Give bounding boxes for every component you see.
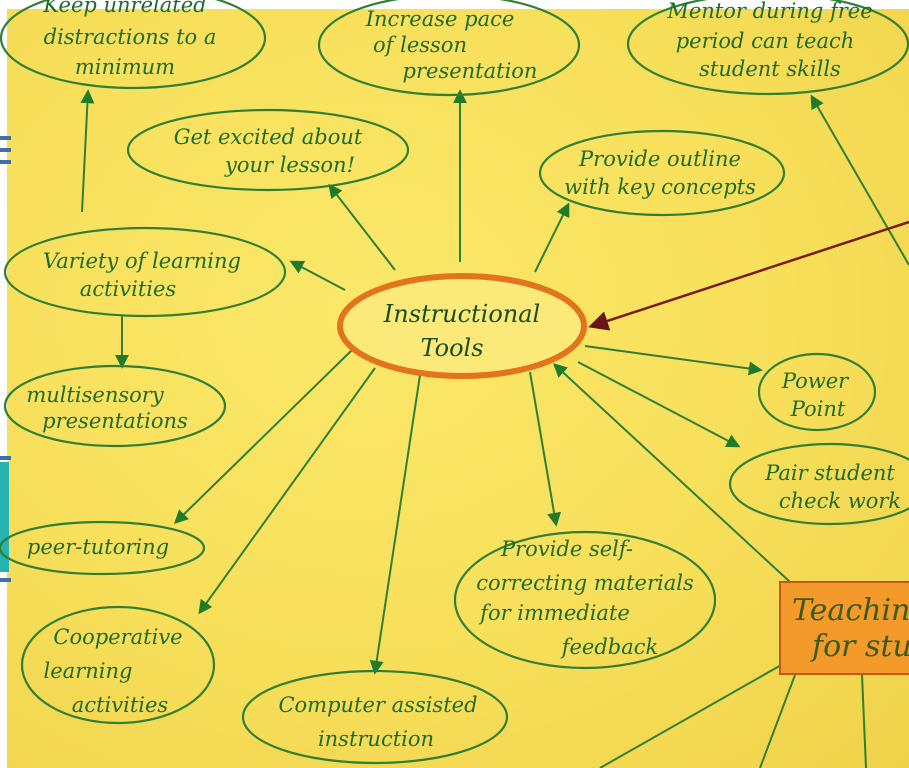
selfcorrect-line4: feedback <box>560 635 659 659</box>
edge-teaching-down-left <box>599 659 791 768</box>
edge-to-variety <box>289 260 346 291</box>
multisensory-line1: multisensory <box>26 383 164 407</box>
teal-block <box>0 462 9 572</box>
cooperative-line1: Cooperative <box>53 625 182 649</box>
cooperative-line3: activities <box>72 693 169 717</box>
red-arrow <box>588 220 909 331</box>
node-mentor-shape <box>626 0 909 96</box>
computer-line2: instruction <box>318 727 434 751</box>
node-outline-shape <box>538 129 786 217</box>
node-computer-shape <box>241 669 509 765</box>
multisensory-line2: presentations <box>42 409 188 433</box>
pair-line2: check work <box>779 489 901 513</box>
distractions-line3: minimum <box>75 55 175 79</box>
edge-to-excited <box>328 183 396 271</box>
edge-variety-to-distractions <box>80 89 95 213</box>
cooperative-line2: learning <box>44 659 133 683</box>
node-excited-shape <box>126 108 410 192</box>
powerpoint-line2: Point <box>790 397 846 421</box>
node-peer-shape <box>0 520 206 576</box>
selfcorrect-line2: correcting materials <box>476 571 694 595</box>
outline-line2: with key concepts <box>564 175 756 199</box>
blue-bar <box>0 160 11 164</box>
node-powerpoint-shape <box>757 352 877 432</box>
variety-line1: Variety of learning <box>43 249 241 273</box>
selfcorrect-line3: for immediate <box>478 601 630 625</box>
edge-to-pair <box>577 361 741 448</box>
peer-line1: peer-tutoring <box>27 535 169 559</box>
mentor-line2: period can teach <box>676 29 855 53</box>
edge-to-outline <box>534 202 570 273</box>
powerpoint-line1: Power <box>781 369 850 393</box>
node-selfcorrect-shape <box>453 530 717 670</box>
mentor-line3: student skills <box>699 57 841 81</box>
teaching-line2: for stu <box>810 629 909 664</box>
blue-bar <box>0 136 11 140</box>
edge-to-peer <box>173 349 353 524</box>
computer-line1: Computer assisted <box>278 693 477 717</box>
edge-teaching-down-2 <box>861 674 867 768</box>
variety-line2: activities <box>80 277 177 301</box>
teaching-box <box>779 581 909 675</box>
distractions-line1: Keep unrelated <box>42 0 206 17</box>
pace-line1: Increase pace <box>365 7 515 31</box>
pace-line2: of lesson <box>373 33 467 57</box>
edge-teaching-to-center <box>552 363 791 583</box>
edge-teaching-down-1 <box>759 674 796 768</box>
selfcorrect-line1: Provide self- <box>500 537 633 561</box>
node-pace-shape <box>317 0 581 97</box>
node-cooperative-shape <box>20 605 216 725</box>
center-node-shape <box>337 273 587 379</box>
center-line2: Tools <box>420 334 483 362</box>
outline-line1: Provide outline <box>578 147 741 171</box>
teaching-line1: Teaching <box>792 593 909 628</box>
node-variety-shape <box>3 226 287 318</box>
edge-right-to-mentor <box>810 94 909 266</box>
excited-line2: your lesson! <box>224 153 355 177</box>
edge-to-cooperative <box>198 367 376 615</box>
blue-bar <box>0 148 11 152</box>
node-multisensory-shape <box>3 364 227 448</box>
blue-bar <box>0 578 11 582</box>
center-line1: Instructional <box>383 300 540 328</box>
edge-to-computer <box>369 374 421 675</box>
pair-line1: Pair student <box>764 461 895 485</box>
edge-to-powerpoint <box>584 345 763 376</box>
edge-to-selfcorrect <box>529 371 562 527</box>
node-pair-shape <box>728 442 909 526</box>
mentor-line1: Mentor during free <box>666 0 872 23</box>
pace-line3: presentation <box>403 59 538 83</box>
node-distractions-shape <box>0 0 267 90</box>
left-frame-strip <box>0 0 11 768</box>
blue-bar <box>0 456 11 460</box>
excited-line1: Get excited about <box>174 125 363 149</box>
distractions-line2: distractions to a <box>44 25 217 49</box>
